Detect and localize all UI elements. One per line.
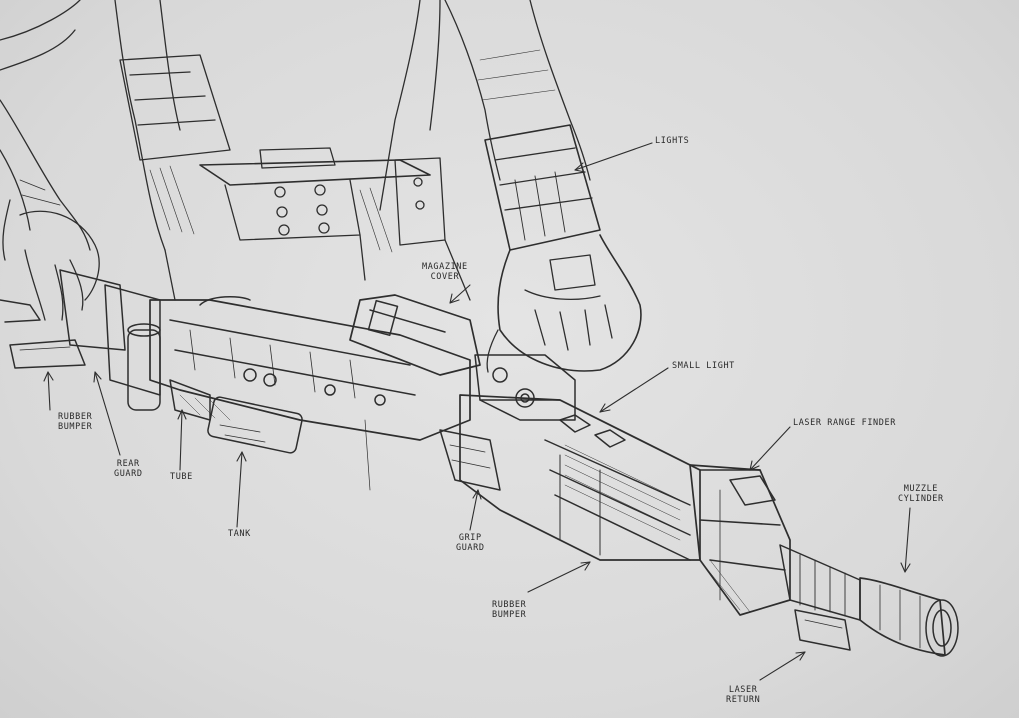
label-muzzle-cylinder: MUZZLE CYLINDER xyxy=(898,484,944,504)
weapon xyxy=(0,269,959,657)
left-arm xyxy=(0,99,100,321)
label-small-light: SMALL LIGHT xyxy=(672,361,735,371)
label-laser-return: LASER RETURN xyxy=(726,685,761,705)
label-magazine-cover: MAGAZINE COVER xyxy=(422,262,468,282)
leader-lines xyxy=(43,142,911,681)
label-lights: LIGHTS xyxy=(655,136,690,146)
label-grip-guard: GRIP GUARD xyxy=(456,533,485,553)
label-rubber-bumper-right: RUBBER BUMPER xyxy=(492,600,527,620)
label-tank: TANK xyxy=(228,529,251,539)
label-tube: TUBE xyxy=(170,472,193,482)
right-arm-gauntlet xyxy=(444,0,642,373)
label-laser-range-finder: LASER RANGE FINDER xyxy=(793,418,896,428)
label-rear-guard: REAR GUARD xyxy=(114,459,143,479)
figure-torso xyxy=(0,0,471,301)
label-rubber-bumper-left: RUBBER BUMPER xyxy=(58,412,93,432)
